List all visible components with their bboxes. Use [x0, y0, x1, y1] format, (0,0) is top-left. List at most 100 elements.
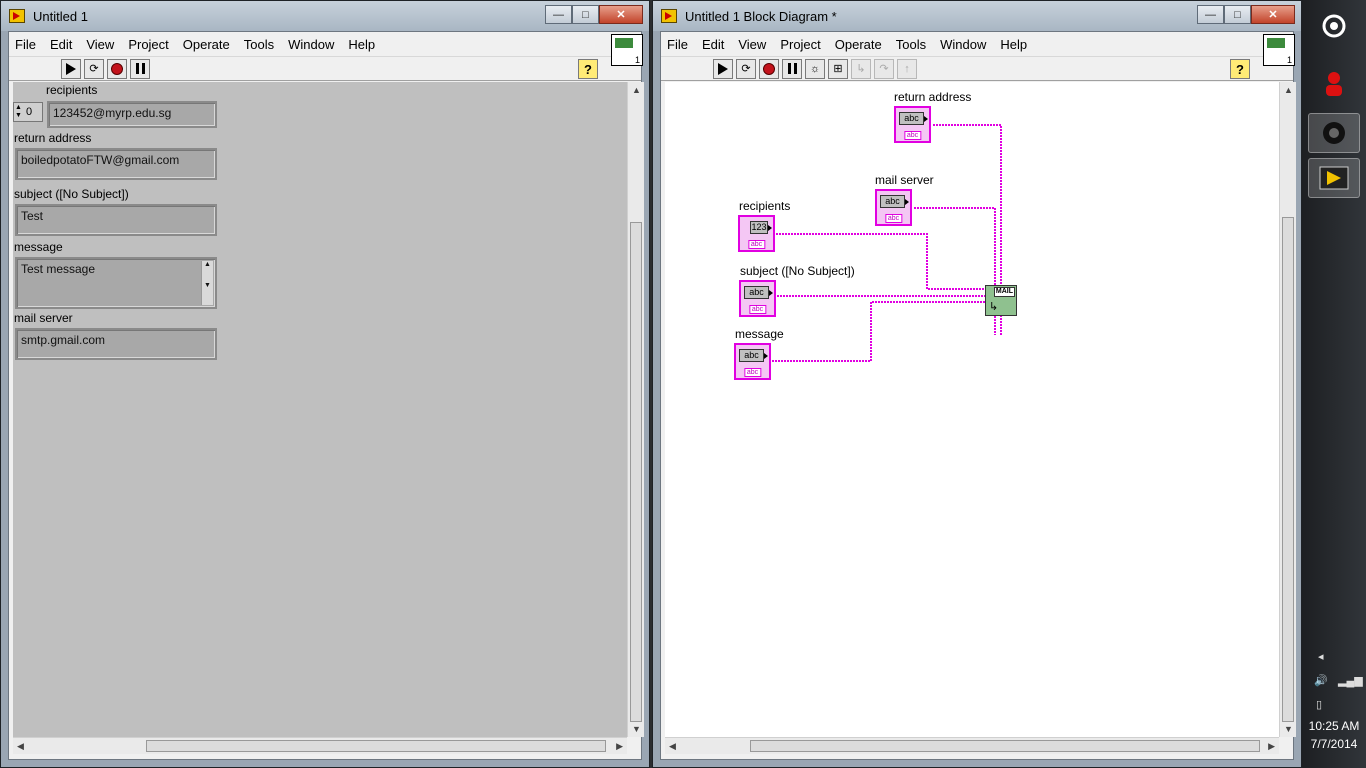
terminal-glyph: abc [739, 349, 764, 362]
menu-window[interactable]: Window [288, 36, 335, 52]
mail-arrow-icon: ↳ [989, 301, 999, 313]
run-button[interactable] [61, 58, 81, 79]
recipients-terminal[interactable]: 123 abc [738, 215, 775, 252]
menu-edit[interactable]: Edit [49, 36, 73, 52]
menu-operate[interactable]: Operate [834, 36, 882, 52]
browser-icon [1323, 122, 1345, 144]
probe-icon: ⊞ [833, 63, 843, 75]
vi-icon[interactable] [611, 34, 643, 66]
taskbar-app-labview[interactable] [1308, 158, 1360, 198]
mail-server-control[interactable]: smtp.gmail.com [15, 328, 217, 360]
message-scrollbar[interactable]: ▲▼ [201, 261, 213, 305]
return-address-terminal-label: return address [894, 90, 972, 104]
network-icon[interactable]: ▂▄▆ [1338, 675, 1363, 687]
battery-icon[interactable]: ▯ [1316, 699, 1323, 711]
menu-view[interactable]: View [738, 36, 767, 52]
pause-button[interactable] [130, 58, 150, 79]
mail-server-label: mail server [14, 311, 73, 325]
volume-icon[interactable]: 🔊 [1314, 675, 1328, 687]
windows-start-icon [1322, 14, 1346, 38]
pause-button[interactable] [782, 58, 802, 79]
taskbar-time[interactable]: 10:25 AM [1308, 719, 1360, 733]
wire-recipients [776, 233, 988, 290]
terminal-type-glyph: abc [748, 305, 767, 314]
block-diagram-client: File Edit View Project Operate Tools Win… [660, 31, 1296, 760]
abort-icon [763, 62, 775, 75]
red-figure-icon [1326, 72, 1342, 96]
vscroll-thumb[interactable] [1282, 217, 1294, 722]
index-spinner-icon[interactable]: ▲▼ [15, 104, 22, 119]
block-diagram-vscrollbar[interactable]: ▲ ▼ [1279, 82, 1296, 737]
run-continuously-button[interactable]: ⟳ [84, 58, 104, 79]
block-diagram-titlebar[interactable]: Untitled 1 Block Diagram * — □ ✕ [653, 1, 1301, 31]
context-help-button[interactable]: ? [578, 59, 598, 79]
recipients-index-control[interactable]: ▲▼ 0 [13, 102, 43, 122]
menu-file[interactable]: File [15, 36, 36, 52]
front-panel-vscrollbar[interactable]: ▲ ▼ [627, 82, 644, 737]
menu-help[interactable]: Help [1000, 36, 1028, 52]
menu-help[interactable]: Help [348, 36, 376, 52]
lightbulb-icon: ☼ [809, 62, 821, 75]
menu-file[interactable]: File [667, 36, 688, 52]
close-button[interactable]: ✕ [599, 5, 643, 24]
hscroll-thumb[interactable] [750, 740, 1260, 752]
recipients-string-control[interactable]: 123452@myrp.edu.sg [47, 101, 217, 128]
front-panel-canvas[interactable]: recipients ▲▼ 0 123452@myrp.edu.sg retur… [13, 82, 627, 737]
vi-icon[interactable] [1263, 34, 1295, 66]
hscroll-thumb[interactable] [146, 740, 606, 752]
menu-tools[interactable]: Tools [895, 36, 927, 52]
close-button[interactable]: ✕ [1251, 5, 1295, 24]
menu-tools[interactable]: Tools [243, 36, 275, 52]
terminal-glyph: abc [744, 286, 769, 299]
message-text: Test message [21, 262, 96, 276]
front-panel-window: Untitled 1 — □ ✕ File Edit View Project … [0, 0, 650, 768]
send-email-node[interactable]: MAIL ↳ [985, 285, 1017, 316]
minimize-button[interactable]: — [1197, 5, 1224, 24]
block-diagram-menubar: File Edit View Project Operate Tools Win… [661, 32, 1293, 57]
mail-server-terminal[interactable]: abc abc [875, 189, 912, 226]
maximize-button[interactable]: □ [572, 5, 599, 24]
menu-view[interactable]: View [86, 36, 115, 52]
menu-project[interactable]: Project [128, 36, 169, 52]
taskbar-app-chrome[interactable] [1308, 113, 1360, 153]
subject-terminal[interactable]: abc abc [739, 280, 776, 317]
context-help-button[interactable]: ? [1230, 59, 1250, 79]
start-button[interactable] [1308, 6, 1360, 46]
abort-icon [111, 62, 123, 75]
message-terminal[interactable]: abc abc [734, 343, 771, 380]
menu-window[interactable]: Window [940, 36, 987, 52]
run-arrow-icon [66, 62, 76, 75]
retain-wire-values-button[interactable]: ⊞ [828, 58, 848, 79]
step-over-button[interactable]: ↷ [874, 58, 894, 79]
front-panel-titlebar[interactable]: Untitled 1 — □ ✕ [1, 1, 649, 31]
maximize-button[interactable]: □ [1224, 5, 1251, 24]
subject-control[interactable]: Test [15, 204, 217, 236]
minimize-button[interactable]: — [545, 5, 572, 24]
taskbar-date[interactable]: 7/7/2014 [1310, 737, 1358, 751]
highlight-execution-button[interactable]: ☼ [805, 58, 825, 79]
step-into-button[interactable]: ↳ [851, 58, 871, 79]
run-button[interactable] [713, 58, 733, 79]
message-label: message [14, 240, 63, 254]
subject-label: subject ([No Subject]) [14, 187, 129, 201]
return-address-control[interactable]: boiledpotatoFTW@gmail.com [15, 148, 217, 180]
step-out-button[interactable]: ↑ [897, 58, 917, 79]
menu-project[interactable]: Project [780, 36, 821, 52]
message-control[interactable]: Test message ▲▼ [15, 257, 217, 309]
wire-mail-server [914, 207, 996, 335]
menu-edit[interactable]: Edit [701, 36, 725, 52]
vscroll-thumb[interactable] [630, 222, 642, 722]
block-diagram-hscrollbar[interactable]: ◀ ▶ [665, 737, 1279, 754]
mail-node-label: MAIL [993, 287, 1015, 297]
block-diagram-canvas[interactable]: return address abc abc mail server abc a… [665, 82, 1279, 737]
taskbar-app-user[interactable] [1308, 64, 1360, 104]
abort-button[interactable] [107, 58, 127, 79]
front-panel-hscrollbar[interactable]: ◀ ▶ [13, 737, 627, 754]
menu-operate[interactable]: Operate [182, 36, 230, 52]
windows-taskbar: ◂ 🔊 ▂▄▆ ▯ 10:25 AM 7/7/2014 [1302, 0, 1366, 768]
run-continuously-button[interactable]: ⟳ [736, 58, 756, 79]
show-hidden-icons[interactable]: ◂ [1318, 651, 1324, 663]
pause-icon [135, 63, 145, 74]
return-address-terminal[interactable]: abc abc [894, 106, 931, 143]
abort-button[interactable] [759, 58, 779, 79]
